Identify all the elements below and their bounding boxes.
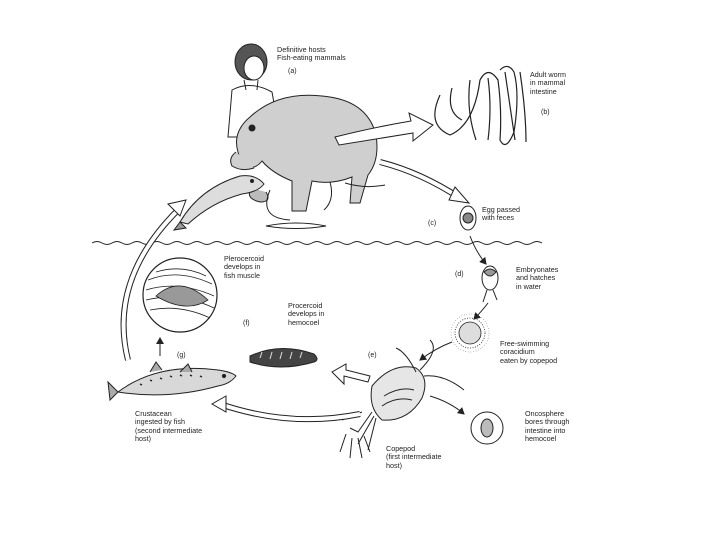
bear-figure — [230, 94, 386, 229]
embryo-icon — [481, 265, 499, 303]
label-g-tag: (g) — [177, 352, 186, 359]
arrow-bear-to-worm — [334, 112, 434, 146]
arrow-to-procercoid — [331, 363, 371, 386]
label-oncosphere-text: Oncosphere bores through intestine into … — [525, 409, 570, 444]
label-c-tag: (c) — [428, 220, 437, 227]
coracidium-icon — [450, 313, 490, 353]
label-a-text: Definitive hosts Fish-eating mammals — [277, 45, 346, 63]
label-a-tag: (a) — [288, 68, 297, 75]
copepod-icon — [339, 339, 465, 459]
plerocercoid-inset-icon — [142, 257, 218, 333]
human-figure — [227, 43, 281, 138]
label-b-tag: (b) — [541, 109, 550, 116]
label-f-text: Procercoid develops in hemocoel — [288, 301, 325, 327]
label-c-text: Egg passed with feces — [482, 205, 520, 223]
procercoid-icon — [249, 347, 318, 368]
salmon-icon — [107, 361, 237, 402]
label-g-text: Crustacean ingested by fish (second inte… — [135, 409, 203, 444]
label-d-tag: (d) — [455, 271, 464, 278]
label-plerocercoid-text: Plerocercoid develops in fish muscle — [224, 254, 264, 280]
label-b-text: Adult worm in mammal intestine — [530, 70, 566, 96]
label-coracidium-text: Free-swimming coracidium eaten by copepo… — [500, 339, 558, 365]
label-d-text: Embryonates and hatches in water — [516, 265, 559, 291]
label-e-tag: (e) — [368, 352, 377, 359]
egg-icon — [459, 205, 477, 231]
water-surface-line — [91, 241, 543, 245]
label-e-text: Copepod (first intermediate host) — [386, 444, 442, 470]
oncosphere-icon — [470, 411, 504, 445]
fish-figure — [172, 175, 265, 231]
adult-worm — [434, 65, 527, 146]
label-f-tag: (f) — [243, 320, 250, 327]
